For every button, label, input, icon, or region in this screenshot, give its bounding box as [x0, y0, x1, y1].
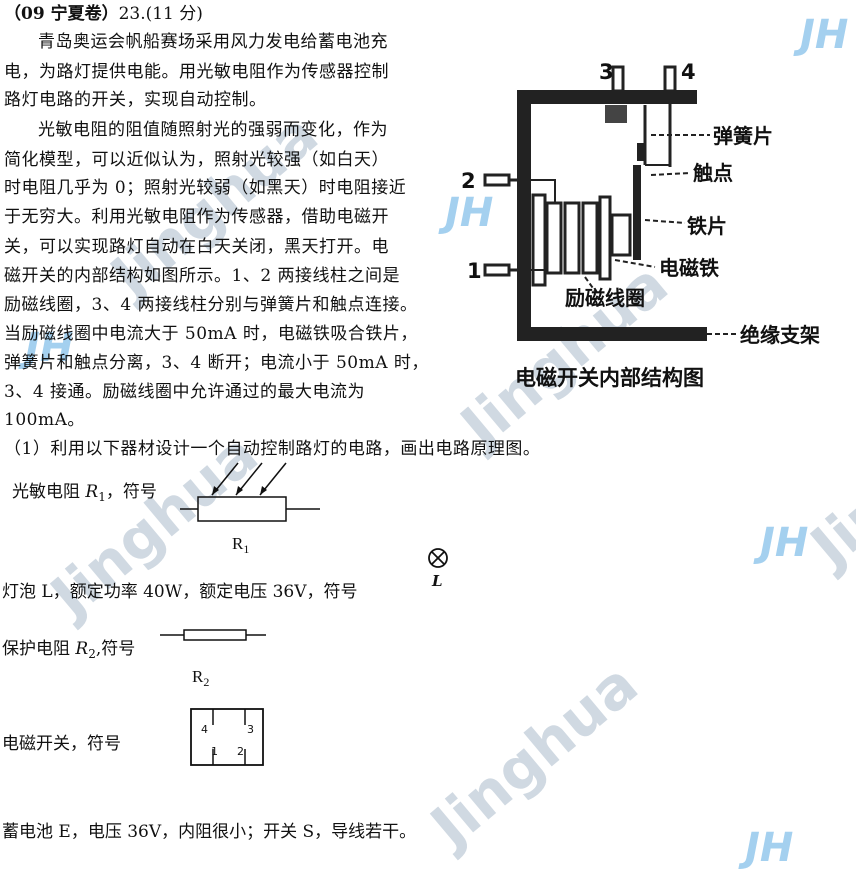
- terminal-1: [483, 263, 511, 277]
- question-number: 23.(11 分): [118, 4, 203, 24]
- lamp-caption: L: [432, 572, 443, 590]
- label-spring: 弹簧片: [713, 124, 773, 148]
- photoresistor-symbol: [180, 462, 320, 522]
- paragraph-line: 于无穷大。利用光敏电阻作为传感器，借助电磁开: [4, 207, 389, 227]
- label-iron: 铁片: [687, 214, 727, 238]
- frame-left: [517, 90, 531, 340]
- battery-description: 蓄电池 E，电压 36V，内阻很小；开关 S，导线若干。: [2, 822, 417, 842]
- spring-mount: [605, 105, 627, 123]
- paragraph-line: 当励磁线圈中电流大于 50mA 时，电磁铁吸合铁片，: [4, 324, 418, 344]
- contact-point: [637, 143, 645, 161]
- r1-caption-subscript: 1: [243, 542, 250, 556]
- label-magnet: 电磁铁: [659, 256, 719, 280]
- question-header: （09 宁夏卷）23.(11 分): [4, 0, 203, 28]
- r1-subscript: 1: [98, 490, 106, 504]
- paragraph-line: 3、4 接通。励磁线圈中允许通过的最大电流为: [4, 382, 366, 402]
- coil-2: [563, 201, 581, 275]
- r1-caption: R1: [232, 532, 249, 561]
- terminal-3-label: 3: [247, 723, 254, 736]
- paragraph-line: 励磁线圈，3、4 两接线柱分别与弹簧片和触点连接。: [4, 295, 418, 315]
- paragraph-line: 100mA。: [4, 410, 85, 430]
- coil-1: [545, 201, 563, 275]
- watermark-logo: JH: [445, 190, 494, 236]
- r1-symbol: R: [85, 482, 99, 502]
- question-1: （1）利用以下器材设计一个自动控制路灯的电路，画出电路原理图。: [4, 439, 541, 459]
- terminal-1-label: 1: [211, 745, 218, 758]
- r1-caption-letter: R: [232, 534, 244, 553]
- watermark-logo: JH: [760, 520, 809, 566]
- terminal-2-label: 2: [237, 745, 244, 758]
- terminal-3: [611, 65, 625, 93]
- electromagnet-core: [610, 213, 632, 257]
- paragraph-line: 弹簧片和触点分离，3、4 断开；电流小于 50mA 时，: [4, 353, 429, 373]
- paragraph-line: 时电阻几乎为 0；照射光较弱（如黑天）时电阻接近: [4, 178, 407, 198]
- question-source: （09 宁夏卷）: [4, 4, 119, 24]
- label-contact: 触点: [693, 161, 733, 185]
- r2-suffix: ,符号: [95, 639, 136, 659]
- terminal-2: [483, 173, 511, 187]
- label-terminal-3: 3: [599, 60, 614, 84]
- r2-caption: R2: [192, 665, 209, 694]
- r2-symbol: R: [75, 639, 89, 659]
- r2-caption-letter: R: [192, 667, 204, 686]
- lamp-symbol: [428, 548, 448, 568]
- r1-description: 光敏电阻 R1，符号: [12, 480, 157, 509]
- terminal-4: [663, 65, 677, 93]
- paragraph-line: 青岛奥运会帆船赛场采用风力发电给蓄电池充: [38, 32, 388, 52]
- r2-subscript: 2: [88, 647, 96, 661]
- watermark-text: Jinghua: [418, 649, 651, 861]
- figure-caption: 电磁开关内部结构图: [515, 366, 704, 390]
- label-coil: 励磁线圈: [565, 286, 645, 310]
- switch-structure-figure: 3 4 弹簧片 触点 2 铁片 1 电磁铁 励磁线圈 绝缘支架 电磁开关内部结构…: [461, 60, 820, 390]
- paragraph-line: 磁开关的内部结构如图所示。1、2 两接线柱之间是: [4, 266, 401, 286]
- r1-suffix: ，符号: [105, 482, 157, 502]
- label-terminal-4: 4: [681, 60, 696, 84]
- r2-description: 保护电阻 R2,符号: [2, 637, 135, 666]
- paragraph-line: 电，为路灯提供电能。用光敏电阻作为传感器控制: [4, 62, 389, 82]
- em-switch-symbol: 4 3 1 2: [190, 708, 264, 766]
- r2-caption-subscript: 2: [203, 675, 210, 689]
- watermark-logo: JH: [25, 325, 74, 371]
- paragraph-line: 关，可以实现路灯自动在白天关闭，黑天打开。电: [4, 237, 389, 257]
- paragraph-line: 简化模型，可以近似认为，照射光较强（如白天）: [4, 150, 389, 170]
- watermark-logo: JH: [800, 12, 849, 58]
- label-terminal-1: 1: [467, 259, 482, 283]
- frame-bottom: [517, 327, 707, 341]
- switch-description: 电磁开关，符号: [2, 734, 121, 754]
- coil-3: [581, 201, 599, 275]
- paragraph-line: 路灯电路的开关，实现自动控制。: [4, 90, 267, 110]
- iron-plate: [633, 165, 641, 260]
- label-support: 绝缘支架: [740, 323, 820, 347]
- watermark-logo: JH: [745, 825, 794, 871]
- paragraph-line: 光敏电阻的阻值随照射光的强弱而变化，作为: [38, 120, 388, 140]
- label-terminal-2: 2: [461, 169, 476, 193]
- frame-top: [517, 90, 697, 104]
- lamp-description: 灯泡 L，额定功率 40W，额定电压 36V，符号: [2, 582, 358, 602]
- terminal-4-label: 4: [201, 723, 208, 736]
- r2-label: 保护电阻: [2, 639, 76, 659]
- resistor-symbol: [160, 629, 266, 641]
- r1-label: 光敏电阻: [12, 482, 86, 502]
